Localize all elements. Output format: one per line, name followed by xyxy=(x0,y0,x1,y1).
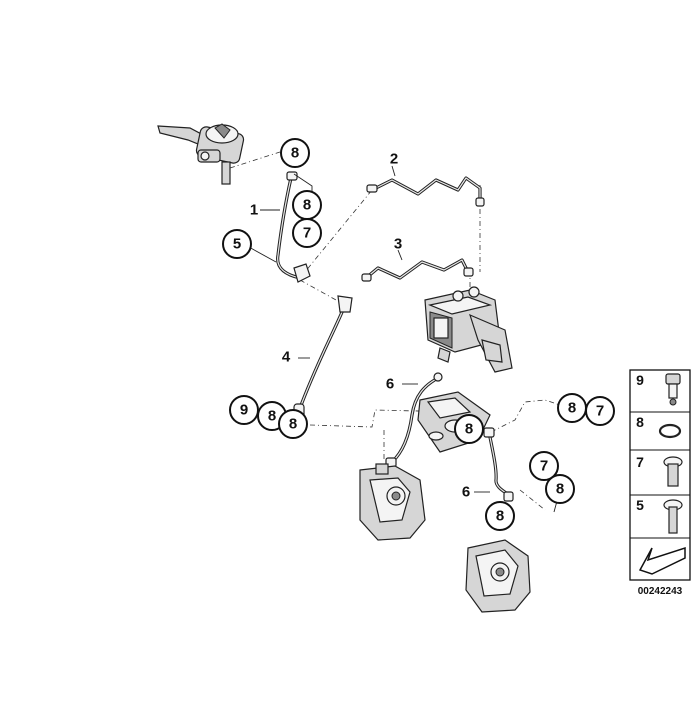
callout-7-lower-right: 7 xyxy=(529,451,559,481)
legend-arrow-icon xyxy=(638,546,686,575)
label-part-2: 2 xyxy=(390,151,398,168)
svg-text:8: 8 xyxy=(289,416,297,433)
diagram-reference-number: 00242243 xyxy=(638,586,683,597)
legend-item-5: 5 xyxy=(636,497,683,534)
svg-text:9: 9 xyxy=(636,372,644,388)
svg-text:7: 7 xyxy=(303,225,311,242)
svg-text:9: 9 xyxy=(240,402,248,419)
legend-panel: 9 8 7 5 xyxy=(629,369,691,581)
callout-8-bottom: 8 xyxy=(485,501,515,531)
callout-9-left: 9 xyxy=(229,395,259,425)
callout-8-upper: 8 xyxy=(292,190,322,220)
svg-text:8: 8 xyxy=(556,481,564,498)
callout-7-upper: 7 xyxy=(292,218,322,248)
label-part-1: 1 xyxy=(250,202,258,219)
label-part-4: 4 xyxy=(282,349,291,366)
svg-text:7: 7 xyxy=(540,458,548,475)
svg-text:8: 8 xyxy=(303,197,311,214)
svg-text:8: 8 xyxy=(496,508,504,525)
callout-8-mid-left: 8 xyxy=(278,409,308,439)
brake-hose-6a xyxy=(385,372,443,468)
svg-text:5: 5 xyxy=(636,497,644,513)
brake-hose-1 xyxy=(276,171,311,283)
svg-text:8: 8 xyxy=(268,408,276,425)
callout-7-right: 7 xyxy=(585,396,615,426)
brake-hose-6b xyxy=(483,427,514,502)
legend-item-8: 8 xyxy=(636,414,682,439)
brake-hose-4 xyxy=(287,295,353,423)
legend-item-9: 9 xyxy=(636,372,681,406)
svg-text:7: 7 xyxy=(636,454,644,470)
label-part-3: 3 xyxy=(394,236,402,253)
svg-text:8: 8 xyxy=(568,400,576,417)
svg-text:7: 7 xyxy=(596,403,604,420)
callout-8-lower-right: 8 xyxy=(545,474,575,504)
svg-text:5: 5 xyxy=(233,236,241,253)
svg-text:8: 8 xyxy=(291,145,299,162)
brake-caliper-front xyxy=(359,463,426,541)
brake-pipe-3 xyxy=(361,258,474,282)
callout-leaders xyxy=(246,165,561,513)
abs-control-unit xyxy=(424,286,513,373)
callout-8-right: 8 xyxy=(557,393,587,423)
handbrake-master-cylinder xyxy=(157,123,245,185)
svg-text:8: 8 xyxy=(636,414,644,430)
brake-caliper-rear xyxy=(465,539,531,613)
label-part-6b: 6 xyxy=(462,484,470,501)
legend-item-7: 7 xyxy=(636,454,683,487)
callout-8-top: 8 xyxy=(280,138,310,168)
callout-5: 5 xyxy=(222,229,252,259)
label-part-6a: 6 xyxy=(386,376,394,393)
brake-pipe-2 xyxy=(366,176,485,207)
callout-8-center: 8 xyxy=(454,414,484,444)
svg-text:8: 8 xyxy=(465,421,473,438)
